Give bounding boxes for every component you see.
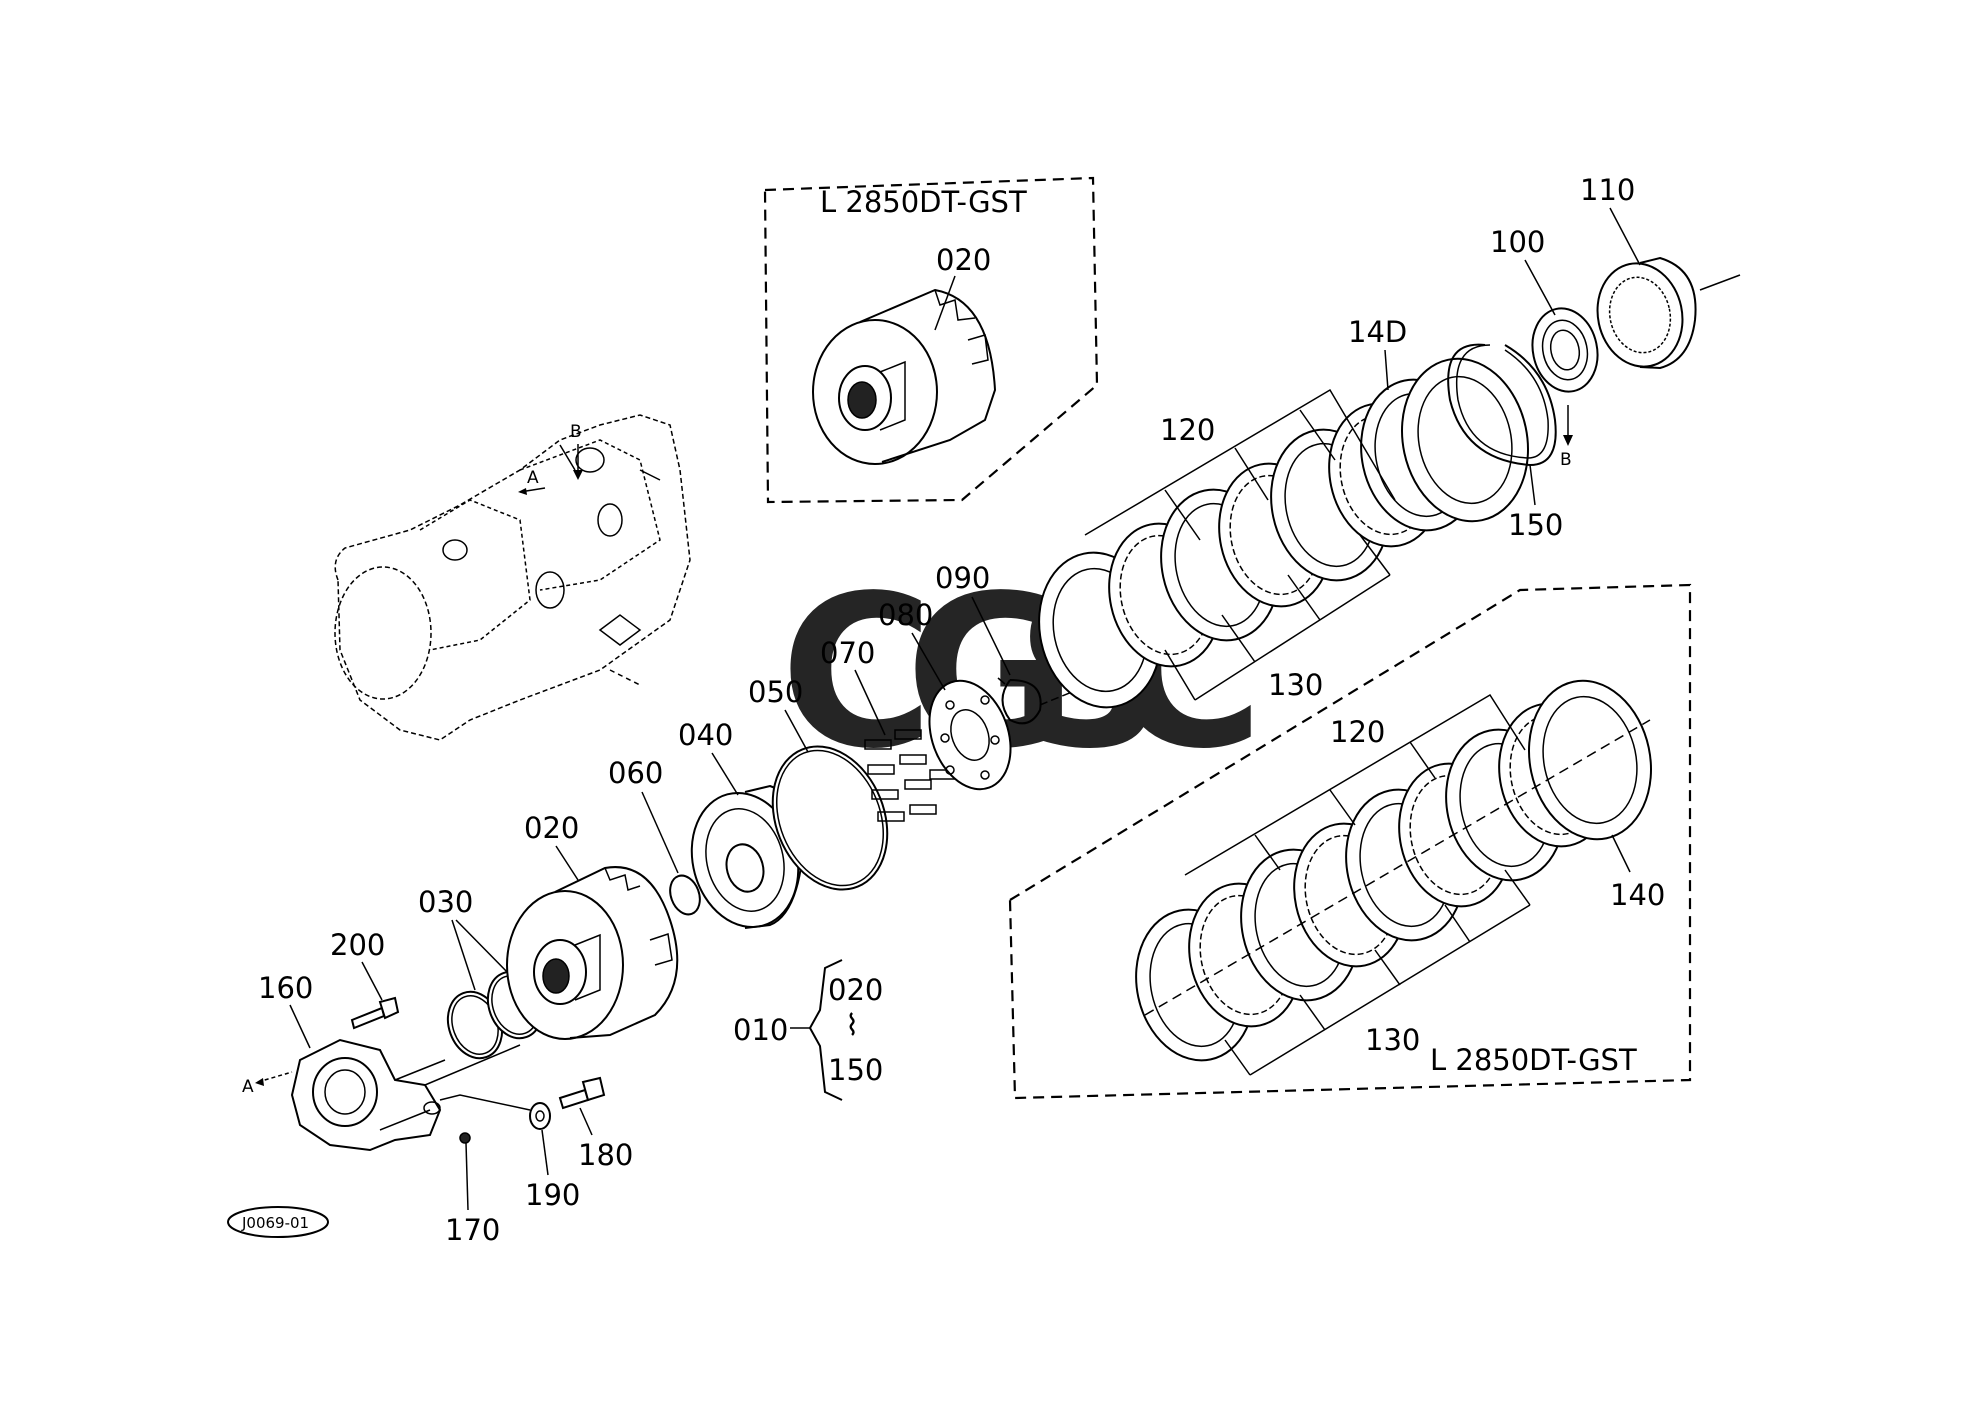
view-marker-b-case: B <box>570 422 582 442</box>
bolt-180 <box>558 1076 606 1110</box>
bolt-200 <box>350 996 400 1030</box>
label-110: 110 <box>1580 173 1635 207</box>
label-14D: 14D <box>1348 315 1407 349</box>
figure-code-badge: J0069-01 <box>227 1206 329 1238</box>
label-070: 070 <box>820 636 875 670</box>
upper-clutch-pack <box>1038 357 1529 709</box>
assembly-range-end: 150 <box>828 1053 883 1087</box>
ring-gear-110 <box>1596 256 1697 370</box>
assembly-range-sep: ⌇ <box>845 1008 859 1042</box>
label-150: 150 <box>1508 508 1563 542</box>
bottom-variant-box: L 2850DT-GST <box>1008 583 1692 1100</box>
top-variant-box: L 2850DT-GST 020 <box>763 176 1099 504</box>
view-marker-a-case: A <box>527 468 539 488</box>
label-090: 090 <box>935 561 990 595</box>
label-030: 030 <box>418 885 473 919</box>
label-130-top: 130 <box>1268 668 1323 702</box>
bottom-model-label: L 2850DT-GST <box>1430 1043 1637 1077</box>
assembly-group-010: 010 020 ⌇ 150 <box>733 959 883 1101</box>
label-020-top: 020 <box>936 243 991 277</box>
label-020-main: 020 <box>524 811 579 845</box>
label-050: 050 <box>748 675 803 709</box>
top-model-label: L 2850DT-GST <box>820 185 1027 219</box>
o-ring-060 <box>669 874 701 916</box>
clutch-drum-020 <box>506 866 679 1040</box>
label-140: 140 <box>1610 878 1665 912</box>
bearing-100 <box>1531 307 1599 393</box>
label-180: 180 <box>578 1138 633 1172</box>
view-marker-b-bearing: B <box>1560 450 1572 470</box>
label-120-bottom: 120 <box>1330 715 1385 749</box>
snap-ring-150 <box>1447 343 1557 467</box>
label-190: 190 <box>525 1178 580 1212</box>
transmission-case: A B <box>334 414 691 741</box>
label-170: 170 <box>445 1213 500 1247</box>
clutch-drum-variant <box>812 288 997 465</box>
label-080: 080 <box>878 598 933 632</box>
washer-190 <box>529 1102 551 1130</box>
view-marker-a-cover: A <box>242 1077 254 1097</box>
snap-ring-090 <box>997 677 1042 725</box>
cover-plate-160: A <box>242 1038 521 1152</box>
label-100: 100 <box>1490 225 1545 259</box>
assembly-code: 010 <box>733 1013 788 1047</box>
label-120-top: 120 <box>1160 413 1215 447</box>
figure-code: J0069-01 <box>241 1214 309 1232</box>
label-200: 200 <box>330 928 385 962</box>
assembly-range-start: 020 <box>828 973 883 1007</box>
label-130-bottom: 130 <box>1365 1023 1420 1057</box>
label-060: 060 <box>608 756 663 790</box>
label-160: 160 <box>258 971 313 1005</box>
seal-ring-050 <box>771 745 889 891</box>
label-040: 040 <box>678 718 733 752</box>
pin-170 <box>459 1132 471 1144</box>
spring-retainer-080 <box>928 679 1012 791</box>
springs-070 <box>864 729 957 822</box>
